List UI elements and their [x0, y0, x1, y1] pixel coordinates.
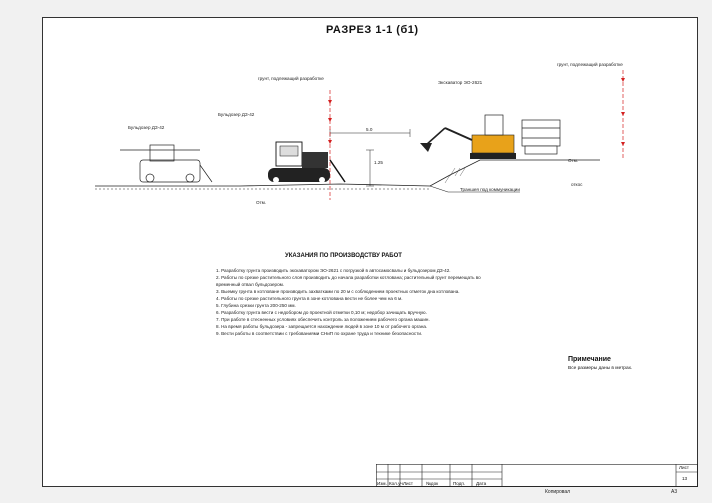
- bulldozer-left: [120, 144, 213, 183]
- title-block-grid: [376, 464, 698, 487]
- bulldozer-right: [268, 141, 346, 183]
- note-item: 2. Работы по срезке растительного слоя п…: [216, 275, 481, 287]
- drawing-frame: [42, 17, 698, 487]
- dimension-depth: [366, 149, 374, 187]
- stamp-col-5: Дата: [476, 481, 487, 486]
- note-item: 5. Глубина срезки грунта 200-250 мм.: [216, 303, 296, 308]
- trench-hatch: [444, 167, 466, 184]
- notes-title: УКАЗАНИЯ ПО ПРОИЗВОДСТВУ РАБОТ: [285, 253, 402, 259]
- copied-label: Копировал: [545, 489, 571, 495]
- label-level-right: Отм.: [568, 158, 579, 163]
- stamp-sheet-number: 13: [682, 476, 688, 481]
- axis-markers: [328, 78, 625, 146]
- remark-text: Все размеры даны в метрах.: [568, 366, 633, 371]
- stamp-col-2: Лист: [403, 481, 413, 486]
- label-dim-span: 5.0: [366, 127, 373, 132]
- note-item: 9. Вести работы в соответствии с требова…: [216, 331, 423, 336]
- section-title: РАЗРЕЗ 1-1 (б1): [326, 24, 419, 36]
- label-bulldozer-left: Бульдозер ДЗ-42: [128, 125, 165, 130]
- remark-title: Примечание: [568, 356, 611, 363]
- note-item: 7. При работе в стесненных условиях обес…: [216, 317, 430, 322]
- stamp-col-1: Кол.уч: [389, 481, 403, 486]
- excavator: [420, 114, 516, 159]
- note-item: 4. Работы по срезке растительного грунта…: [216, 296, 403, 301]
- note-item: 8. На время работы бульдозера - запрещае…: [216, 324, 428, 329]
- dump-truck: [521, 119, 561, 155]
- label-level-left: Отм.: [256, 200, 267, 205]
- format-label: А3: [671, 489, 678, 495]
- note-item: 1. Разработку грунта производить экскава…: [216, 268, 451, 273]
- label-excavator: Экскаватор ЭО-2621: [438, 80, 483, 85]
- label-dim-depth: 1.25: [374, 160, 383, 165]
- stamp-sheet-label: Лист: [679, 465, 689, 470]
- label-ground-right: грунт, подлежащий разработке: [557, 62, 623, 67]
- label-trench: Траншея под коммуникации: [460, 187, 520, 192]
- note-item: 3. Выемку грунта в котловане производить…: [216, 289, 460, 294]
- label-ground-left: грунт, подлежащий разработке: [258, 76, 324, 81]
- label-slope: откос: [571, 182, 583, 187]
- stamp-col-4: Подп.: [453, 481, 466, 486]
- notes-list: 1. Разработку грунта производить экскава…: [216, 267, 506, 337]
- stamp-col-3: №док: [426, 481, 439, 486]
- stamp-col-0: Изм.: [377, 481, 387, 486]
- note-item: 6. Разработку грунта вести с недобором д…: [216, 310, 427, 315]
- label-bulldozer-right: Бульдозер ДЗ-42: [218, 112, 255, 117]
- title-block: Изм. Кол.уч Лист №док Подп. Дата Лист 13: [376, 464, 698, 487]
- ground-profile: [95, 159, 600, 193]
